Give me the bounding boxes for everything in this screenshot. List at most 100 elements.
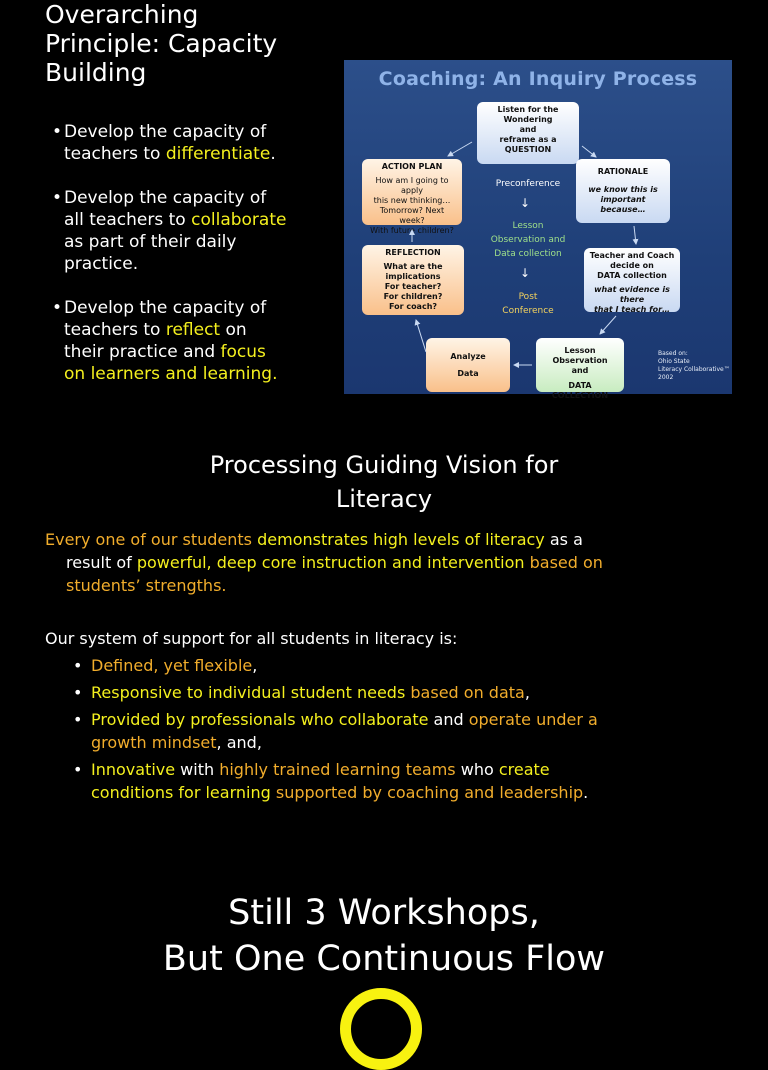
action-plan-line: How am I going to apply: [375, 176, 449, 195]
text-segment: teachers to: [64, 144, 166, 164]
text-line: teachers to reflect on: [64, 319, 337, 341]
reflection-box: REFLECTION What are the implications For…: [362, 245, 464, 315]
text-line: on learners and learning.: [64, 363, 337, 385]
diagram-title: Coaching: An Inquiry Process: [378, 68, 698, 90]
text-segment: as a: [544, 530, 583, 549]
text-segment: collaborate: [191, 210, 287, 230]
reflection-line: For children?: [383, 292, 443, 301]
title-line: Processing Guiding Vision for: [209, 451, 559, 479]
text-segment: differentiate: [165, 144, 271, 164]
teacher-coach-line: decide on: [610, 261, 654, 270]
text-segment: Develop the capacity of: [64, 188, 267, 208]
teacher-coach-line: what evidence is there: [594, 285, 670, 304]
analyze-line: Data: [457, 369, 479, 378]
rationale-box: RATIONALE we know this is important beca…: [576, 159, 670, 223]
rationale-line: important because…: [600, 195, 646, 214]
text-segment: with: [175, 760, 220, 779]
text-segment: focus: [220, 342, 266, 362]
text-line: conditions for learning supported by coa…: [91, 781, 723, 804]
lesson-obs-line: DATA COLLECTION: [551, 381, 609, 400]
bullet-item: •Innovative with highly trained learning…: [73, 758, 723, 804]
analyze-line: Analyze: [450, 352, 486, 361]
text-line: as part of their daily: [64, 231, 337, 253]
text-line: all teachers to collaborate: [64, 209, 337, 231]
analyze-data-box: Analyze Data: [426, 338, 510, 392]
text-segment: based on data: [410, 683, 525, 702]
slide3-title: Still 3 Workshops, But One Continuous Fl…: [0, 890, 768, 982]
listen-line: reframe as a: [499, 135, 557, 144]
text-line: students’ strengths.: [45, 574, 725, 597]
post-line: Post: [518, 292, 538, 302]
text-segment: based on: [524, 553, 603, 572]
text-segment: .: [270, 144, 276, 164]
text-segment: who: [455, 760, 499, 779]
text-line: growth mindset, and,: [91, 731, 723, 754]
text-segment: and: [428, 710, 469, 729]
system-support-list: •Defined, yet flexible,•Responsive to in…: [73, 654, 723, 808]
text-segment: Defined, yet flexible: [91, 656, 253, 675]
text-segment: Develop the capacity of: [64, 298, 267, 318]
note-line: Based on:: [658, 350, 688, 357]
text-segment: ,: [524, 683, 530, 702]
bullet-item: •Defined, yet flexible,: [73, 654, 723, 677]
text-segment: Provided by professionals who collaborat…: [91, 710, 429, 729]
text-segment: Responsive to individual student needs: [91, 683, 411, 702]
bullet-icon: •: [52, 122, 63, 142]
text-segment: result of: [66, 553, 137, 572]
text-line: their practice and focus: [64, 341, 337, 363]
text-line: Develop the capacity of: [64, 187, 337, 209]
text-segment: their practice and: [64, 342, 221, 362]
bullet-icon: •: [73, 683, 83, 702]
text-segment: .: [583, 783, 589, 802]
post-line: Conference: [502, 306, 554, 316]
note-line: 2002: [658, 374, 674, 381]
listen-box: Listen for the Wondering and reframe as …: [477, 102, 579, 164]
based-on-note: Based on: Ohio State Literacy Collaborat…: [658, 350, 730, 382]
text-segment: Develop the capacity of: [64, 122, 267, 142]
teacher-coach-line: that I teach for…: [593, 305, 671, 314]
lesson-middle-line: Lesson: [512, 221, 544, 231]
action-plan-head: ACTION PLAN: [381, 162, 443, 171]
lesson-middle-label: Lesson Observation and Data collection: [472, 220, 584, 260]
listen-line: and: [519, 125, 537, 134]
slide2-title: Processing Guiding Vision for Literacy: [0, 448, 768, 516]
text-segment: Innovative: [91, 760, 176, 779]
text-segment: operate under a: [468, 710, 598, 729]
bullet-icon: •: [73, 710, 83, 729]
title-line: But One Continuous Flow: [162, 939, 606, 979]
text-segment: supported by coaching and leadership: [270, 783, 584, 802]
bullet-item: • Provided by professionals who collabora…: [73, 708, 723, 754]
text-line: Every one of our students demonstrates h…: [45, 528, 725, 551]
text-line: result of powerful, deep core instructio…: [45, 551, 725, 574]
coaching-inquiry-diagram: Coaching: An Inquiry Process Listen for …: [344, 60, 732, 400]
reflection-line: For teacher?: [384, 282, 442, 291]
text-line: Provided by professionals who collaborat…: [91, 708, 723, 731]
lesson-middle-line: Observation and: [490, 235, 566, 245]
action-plan-line: this new thinking…: [373, 196, 451, 205]
lesson-observation-box: Lesson Observation and DATA COLLECTION: [536, 338, 624, 400]
title-line: Principle: Capacity: [45, 29, 278, 58]
listen-line: QUESTION: [504, 145, 552, 154]
listen-line: Wondering: [503, 115, 553, 124]
text-segment: teachers to: [64, 320, 166, 340]
text-segment: powerful, deep core instruction and inte…: [136, 553, 525, 572]
note-line: Literacy Collaborative™: [658, 366, 730, 373]
text-segment: ,: [252, 656, 258, 675]
text-segment: students’ strengths.: [66, 576, 227, 595]
cycle-arrows: [409, 141, 639, 368]
reflection-head: REFLECTION: [385, 248, 441, 257]
text-segment: on: [220, 320, 247, 340]
text-segment: all teachers to: [64, 210, 192, 230]
lesson-middle-line: Data collection: [494, 249, 562, 259]
teacher-coach-line: DATA collection: [597, 271, 667, 280]
title-line: Literacy: [335, 485, 433, 513]
text-segment: reflect: [165, 320, 221, 340]
vision-statement: Every one of our students demonstrates h…: [45, 528, 725, 597]
teacher-coach-line: Teacher and Coach: [589, 251, 675, 260]
title-line: Overarching: [45, 0, 199, 29]
text-line: practice.: [64, 253, 337, 275]
text-segment: create: [498, 760, 550, 779]
